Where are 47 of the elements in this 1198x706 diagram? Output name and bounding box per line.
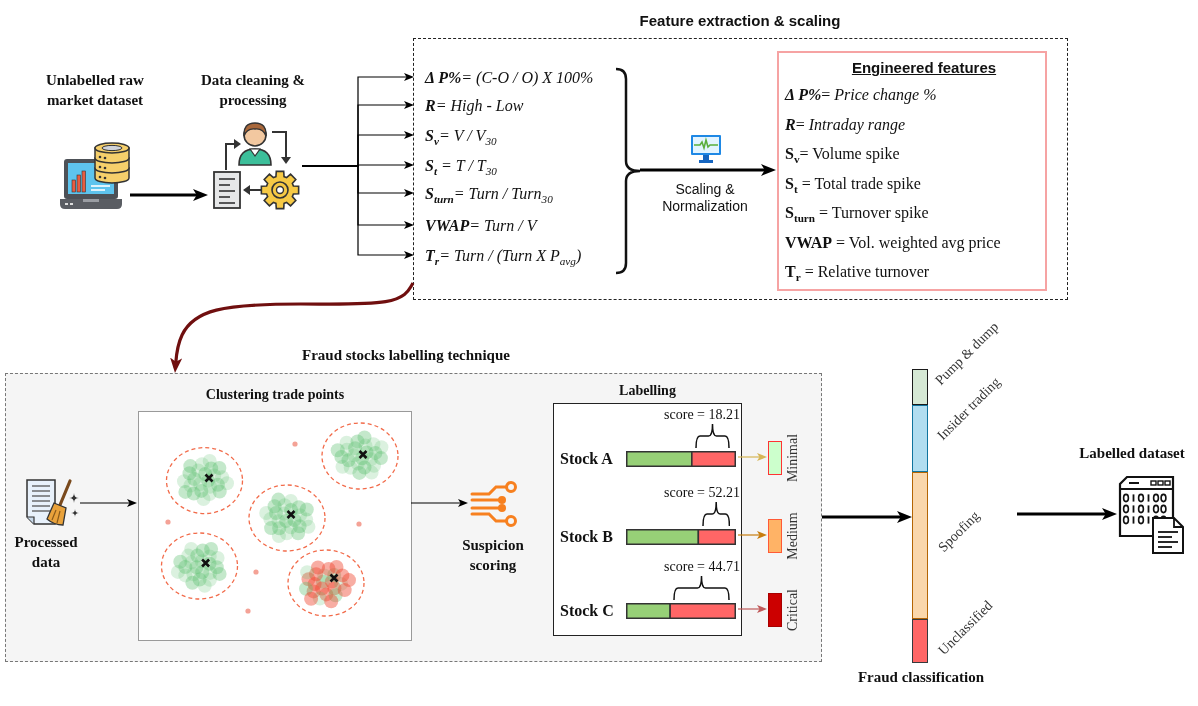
severity-label: Minimal: [785, 433, 801, 483]
formula: Δ P%= (C-O / O) X 100%: [425, 68, 594, 89]
stock-name: Stock B: [560, 527, 613, 547]
score-label: score = 52.21: [664, 485, 740, 501]
edge-label: Scaling & Normalization: [661, 181, 749, 215]
feature-definition: S$_{t}$ = Total trade spike: [785, 173, 921, 195]
arrow: [737, 453, 767, 461]
score-label: score = 44.71: [664, 559, 740, 575]
node-title: Fraud classification: [856, 668, 986, 687]
arrow: [301, 165, 414, 259]
formula: VWAP= Turn / V: [425, 216, 537, 236]
severity-label: Medium: [785, 512, 801, 560]
formula: S$_{turn}$= Turn / Turn$_{30}$: [425, 184, 553, 206]
feature-definition: T$_{r}$ = Relative turnover: [785, 262, 930, 283]
arrow: [130, 189, 208, 201]
formula: R= High - Low: [425, 96, 524, 117]
arrow: [822, 511, 912, 523]
node-title: Labelled dataset: [1078, 444, 1186, 463]
formula: S$_{v}$= V / V$_{30}$: [425, 126, 497, 148]
arrow: [79, 499, 137, 507]
feature-definition: Δ P%= Price change %: [785, 85, 937, 106]
feature-definition: R= Intraday range: [785, 114, 906, 136]
formula: S$_{t}$ = T / T$_{30}$: [425, 156, 497, 178]
severity-label: Critical: [785, 589, 801, 631]
group-title: Feature extraction & scaling: [638, 11, 842, 31]
stock-name: Stock C: [560, 601, 614, 621]
group-title: Labelling: [618, 382, 677, 400]
feature-box: [777, 51, 1047, 291]
arrow: [170, 282, 415, 373]
arrow: [640, 164, 776, 176]
node-title: Data cleaning & processing: [199, 71, 307, 110]
formula: T$_{r}$= Turn / (Turn X P$_{avg}$): [425, 246, 582, 268]
arrow: [410, 499, 468, 507]
arrow: [737, 605, 767, 613]
feature-definition: S$_{v}$= Volume spike: [785, 144, 900, 165]
node-title: Unlabelled raw market dataset: [45, 71, 145, 110]
node-title: Processed data: [13, 533, 79, 572]
feature-definition: S$_{turn}$ = Turnover spike: [785, 203, 929, 224]
arrow: [1017, 508, 1117, 520]
arrow: [737, 531, 767, 539]
stock-name: Stock A: [560, 449, 613, 469]
score-label: score = 18.21: [664, 407, 740, 423]
node-title: Suspicion scoring: [461, 536, 525, 575]
group-title: Clustering trade points: [204, 386, 346, 404]
feature-definition: VWAP = Vol. weighted avg price: [785, 232, 1001, 254]
group-title: Fraud stocks labelling technique: [301, 346, 511, 365]
box-title: Engineered features: [850, 58, 998, 78]
